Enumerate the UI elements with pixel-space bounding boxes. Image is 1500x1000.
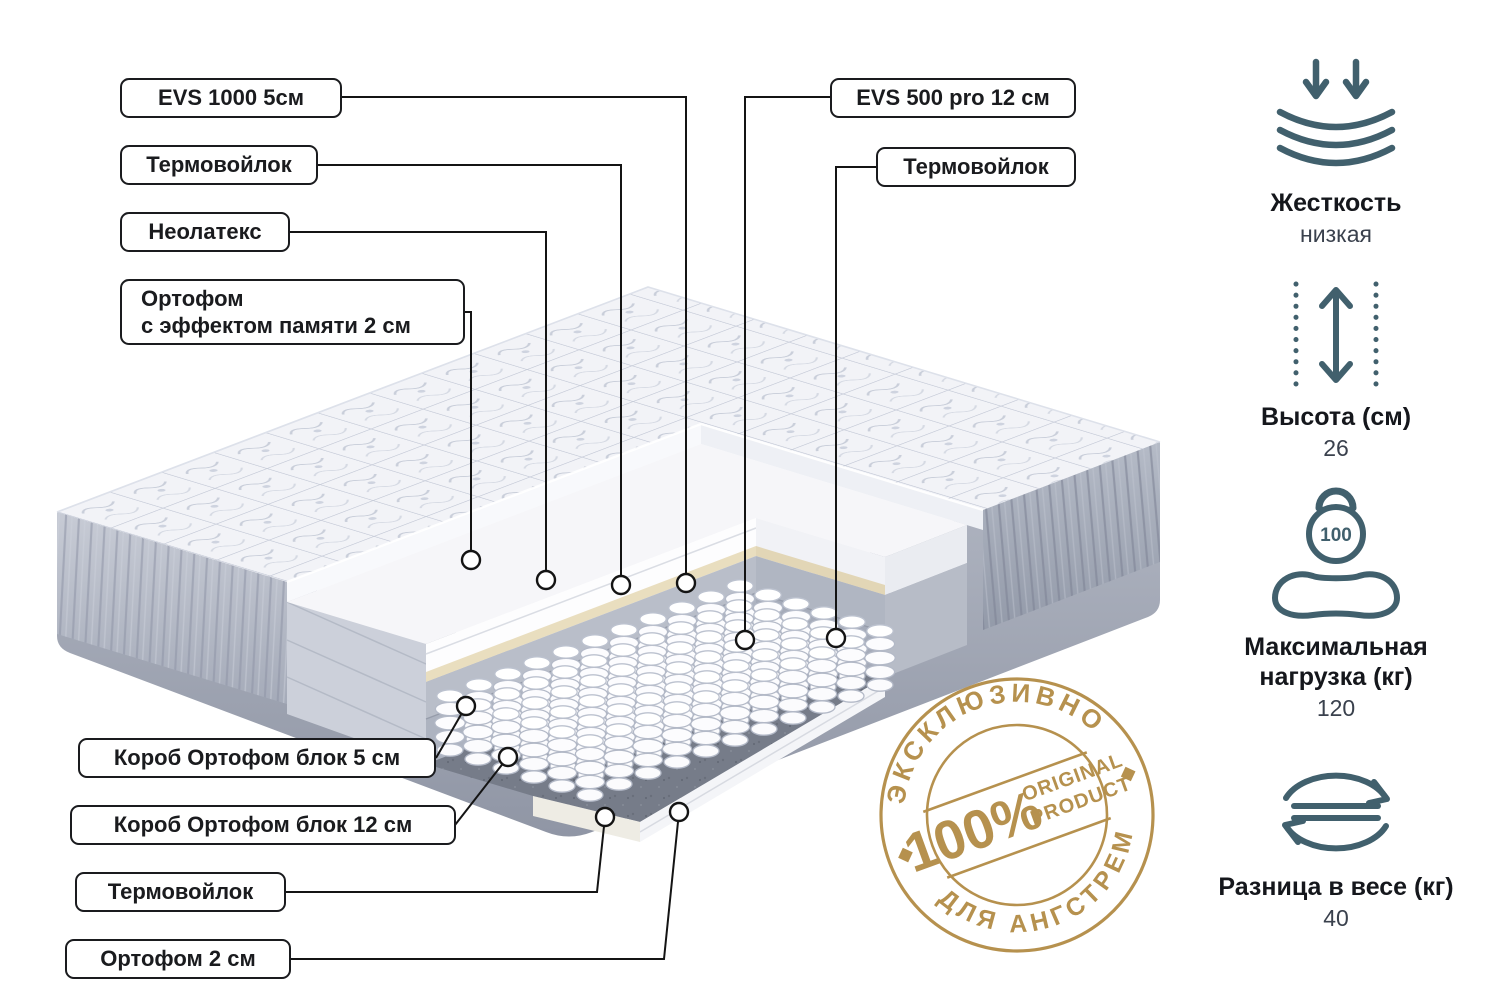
callout-line-thermofelt-2 bbox=[286, 816, 606, 893]
spec-weight-diff-value: 40 bbox=[1323, 905, 1349, 931]
weight-diff-icon bbox=[1266, 752, 1406, 864]
spec-firmness-title: Жесткость bbox=[1270, 189, 1402, 217]
mattress-base bbox=[57, 442, 1160, 837]
label-thermofelt-2: Термовойлок bbox=[75, 872, 286, 912]
label-ortho-memory-line1: Ортофом bbox=[141, 286, 244, 311]
max-load-icon-value: 100 bbox=[1320, 525, 1352, 546]
callout-dot-ortho2 bbox=[668, 801, 690, 823]
spec-firmness: Жесткость низкая bbox=[1196, 56, 1476, 249]
spec-max-load-title2: нагрузка (кг) bbox=[1259, 663, 1413, 691]
right-side-ribs bbox=[983, 442, 1160, 630]
max-load-icon: 100 bbox=[1261, 472, 1411, 624]
callout-line-evs500 bbox=[744, 96, 830, 640]
callout-line-evs1000 bbox=[342, 96, 687, 583]
callout-line-ortho-memory bbox=[465, 311, 472, 560]
label-box12: Короб Ортофом блок 12 см bbox=[70, 805, 456, 845]
label-evs1000: EVS 1000 5см bbox=[120, 78, 342, 118]
label-ortho2: Ортофом 2 см bbox=[65, 939, 291, 979]
spec-height: Высота (см) 26 bbox=[1196, 274, 1476, 463]
spec-max-load: 100 Максимальная нагрузка (кг) 120 bbox=[1196, 472, 1476, 723]
label-box5: Короб Ортофом блок 5 см bbox=[78, 738, 436, 778]
height-icon bbox=[1276, 274, 1396, 394]
callout-line-box12 bbox=[454, 756, 509, 826]
spec-height-value: 26 bbox=[1323, 435, 1349, 461]
spec-max-load-title: Максимальная bbox=[1244, 633, 1428, 661]
callout-dot-evs500 bbox=[734, 629, 756, 651]
korob-arm-upper bbox=[756, 556, 885, 632]
left-cut-seams bbox=[286, 601, 427, 740]
callout-dot-thermofelt-3 bbox=[825, 627, 847, 649]
callout-dot-thermofelt-1 bbox=[610, 574, 632, 596]
spec-weight-diff-title: Разница в весе (кг) bbox=[1218, 873, 1454, 901]
spec-firmness-value: низкая bbox=[1300, 221, 1372, 247]
quilt-edge-right bbox=[701, 424, 983, 530]
callout-dot-box12 bbox=[497, 746, 519, 768]
label-evs500: EVS 500 pro 12 см bbox=[830, 78, 1076, 118]
label-ortho-memory-line2: с эффектом памяти 2 см bbox=[141, 313, 411, 338]
mattress-illustration bbox=[56, 286, 1161, 842]
quilted-top-pattern bbox=[57, 287, 1160, 582]
callout-dot-evs1000 bbox=[675, 572, 697, 594]
callout-dot-neolatex bbox=[535, 569, 557, 591]
stamp-diamond-right bbox=[1120, 766, 1136, 782]
quilt-edge-back bbox=[287, 424, 701, 602]
label-thermofelt-3: Термовойлок bbox=[876, 147, 1076, 187]
bottom-layer-thermofelt bbox=[533, 796, 640, 842]
callout-line-thermofelt-1 bbox=[318, 164, 622, 585]
spec-max-load-value: 120 bbox=[1316, 695, 1356, 721]
stamp-banner-line-bottom bbox=[946, 816, 1112, 879]
foam-end-face bbox=[885, 525, 967, 595]
quilt-outer-edge bbox=[56, 286, 1161, 513]
foam-face-seam bbox=[425, 527, 757, 655]
label-neolatex: Неолатекс bbox=[120, 212, 290, 252]
callout-dot-ortho-memory bbox=[460, 549, 482, 571]
foam-top-band bbox=[287, 444, 967, 644]
stamp-diamond-left bbox=[898, 847, 913, 863]
label-thermofelt-1: Термовойлок bbox=[120, 145, 318, 185]
spec-weight-diff: Разница в весе (кг) 40 bbox=[1196, 752, 1476, 933]
stamp-outer-ring bbox=[879, 677, 1155, 953]
callout-line-thermofelt-3 bbox=[835, 166, 876, 638]
left-cut-section bbox=[287, 582, 426, 764]
korob-end-face bbox=[885, 563, 967, 677]
label-ortho-memory: Ортофом с эффектом памяти 2 см bbox=[120, 279, 465, 345]
quilt-piping bbox=[286, 422, 984, 584]
callout-dots bbox=[455, 549, 847, 828]
callout-line-neolatex bbox=[290, 231, 547, 580]
stamp-inner-ring bbox=[925, 723, 1109, 907]
memory-foam-stripe-arm bbox=[756, 546, 885, 595]
callout-connectors bbox=[286, 96, 876, 960]
stamp-banner-line-top bbox=[922, 751, 1088, 814]
spec-height-title: Высота (см) bbox=[1260, 403, 1412, 431]
callout-dot-box5 bbox=[455, 695, 477, 717]
callout-dot-thermofelt-2 bbox=[594, 806, 616, 828]
firmness-icon bbox=[1266, 56, 1406, 180]
left-side-ribs bbox=[57, 512, 287, 704]
callout-line-ortho2 bbox=[290, 811, 680, 960]
memory-foam-stripe-front bbox=[426, 546, 756, 682]
